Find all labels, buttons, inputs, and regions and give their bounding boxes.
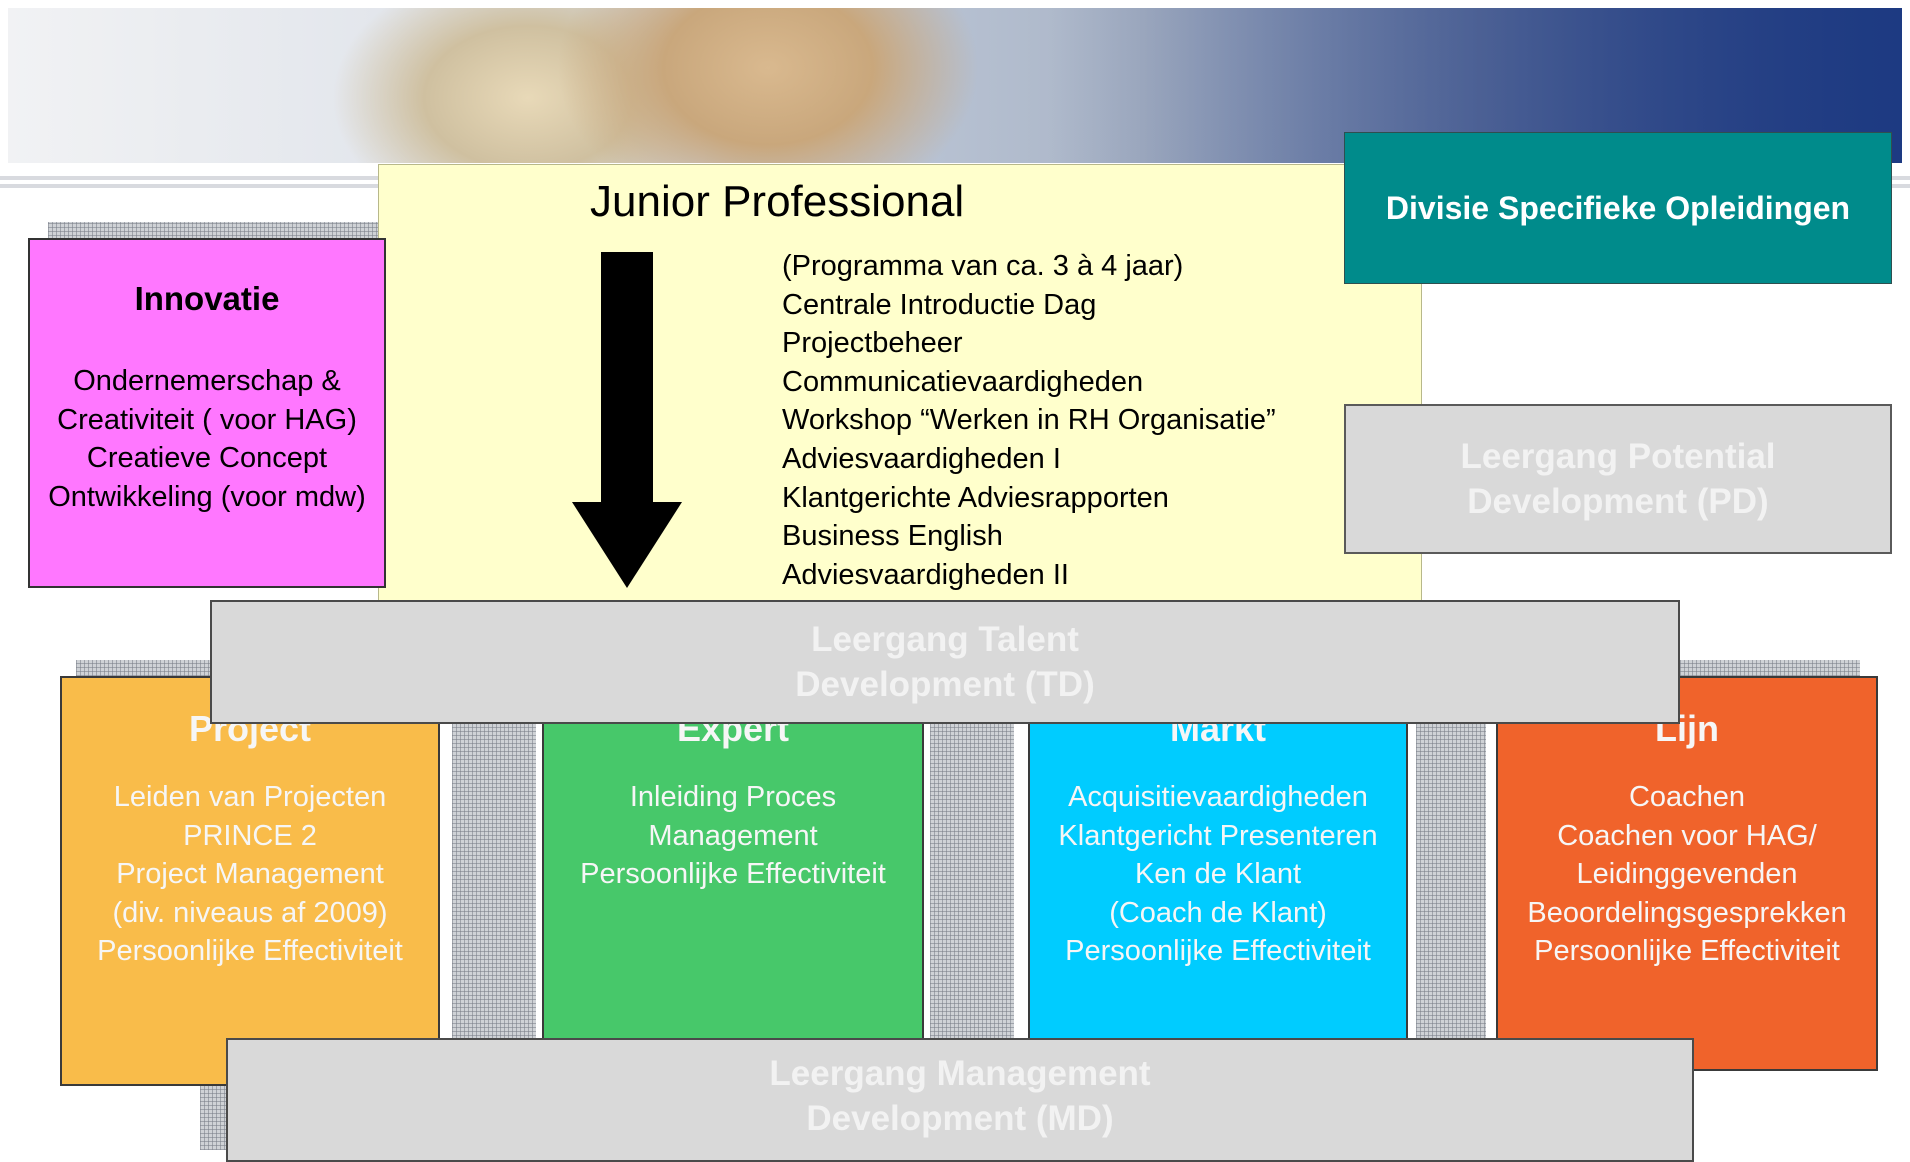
junior-program-item: (Programma van ca. 3 à 4 jaar)	[782, 250, 1184, 282]
pillar-line: (div. niveaus af 2009)	[112, 896, 388, 929]
pillar-line: Ken de Klant	[1134, 858, 1302, 891]
pillar-line: Acquisitievaardigheden	[1068, 781, 1368, 813]
innovatie-box: Innovatie Ondernemerschap & Creativiteit…	[28, 238, 386, 588]
gap-shadow	[452, 724, 536, 1044]
pillar-project: Project Leiden van Projecten PRINCE 2 Pr…	[60, 676, 440, 1086]
junior-program-list: (Programma van ca. 3 à 4 jaar) Centrale …	[782, 247, 1276, 594]
pillar-markt: Markt Acquisitievaardigheden Klantgerich…	[1028, 676, 1408, 1046]
down-arrow-icon	[572, 252, 682, 588]
junior-professional-title: Junior Professional	[590, 177, 965, 226]
pillar-lines: Leiden van Projecten PRINCE 2 Project Ma…	[62, 778, 438, 971]
pillar-line: Persoonlijke Effectiviteit	[1065, 935, 1371, 968]
innovatie-title: Innovatie	[134, 280, 280, 317]
pillar-lines: Coachen Coachen voor HAG/ Leidinggevende…	[1498, 778, 1876, 971]
pillar-line: Persoonlijke Effectiviteit	[580, 858, 886, 891]
pillar-line: Inleiding Proces	[629, 781, 837, 813]
leergang-td-bar: Leergang Talent Development (TD)	[210, 600, 1680, 724]
pillar-lines: Acquisitievaardigheden Klantgericht Pres…	[1030, 778, 1406, 971]
gap-shadow	[1416, 724, 1486, 1044]
pillar-line: Coachen	[1628, 781, 1746, 813]
innovatie-line: Ontwikkeling (voor mdw)	[48, 480, 366, 513]
pillar-line: Beoordelingsgesprekken	[1527, 896, 1847, 929]
pillar-line: Management	[648, 819, 818, 852]
innovatie-lines: Ondernemerschap & Creativiteit ( voor HA…	[48, 362, 365, 516]
td-line1: Leergang Talent	[811, 620, 1079, 659]
md-line1: Leergang Management	[769, 1054, 1151, 1093]
innovatie-line: Creativiteit ( voor HAG)	[57, 403, 357, 436]
td-line2: Development (TD)	[795, 665, 1095, 704]
pd-line1: Leergang Potential	[1460, 437, 1776, 476]
pillar-line: PRINCE 2	[183, 819, 317, 852]
pillar-lines: Inleiding Proces Management Persoonlijke…	[544, 778, 922, 894]
junior-program-item: Communicatievaardigheden	[782, 365, 1144, 398]
leergang-md-bar: Leergang Management Development (MD)	[226, 1038, 1694, 1162]
pillar-line: Coachen voor HAG/	[1557, 819, 1817, 852]
pillar-line: Klantgericht Presenteren	[1058, 819, 1378, 852]
pillar-lijn: Lijn Coachen Coachen voor HAG/ Leidingge…	[1496, 676, 1878, 1071]
junior-program-item: Workshop “Werken in RH Organisatie”	[782, 404, 1276, 437]
gap-shadow	[930, 724, 1014, 1044]
md-line2: Development (MD)	[806, 1099, 1114, 1138]
leergang-pd-box: Leergang Potential Development (PD)	[1344, 404, 1892, 554]
junior-program-item: Adviesvaardigheden II	[782, 558, 1069, 591]
innovatie-line: Ondernemerschap &	[73, 365, 341, 397]
innovatie-line: Creatieve Concept	[86, 442, 328, 474]
divisie-specifieke-opleidingen-box: Divisie Specifieke Opleidingen	[1344, 132, 1892, 284]
pillar-line: (Coach de Klant)	[1109, 896, 1327, 929]
junior-program-item: Klantgerichte Adviesrapporten	[782, 481, 1169, 514]
pillar-line: Persoonlijke Effectiviteit	[1534, 935, 1840, 968]
pillar-expert: Expert Inleiding Proces Management Perso…	[542, 676, 924, 1046]
junior-program-item: Adviesvaardigheden I	[782, 442, 1061, 475]
pillar-line: Project Management	[116, 858, 384, 891]
junior-program-item: Projectbeheer	[782, 327, 963, 360]
pillar-line: Persoonlijke Effectiviteit	[97, 935, 403, 968]
pillar-line: Leidinggevenden	[1576, 858, 1798, 891]
pillar-line: Leiden van Projecten	[113, 781, 387, 813]
junior-program-item: Centrale Introductie Dag	[782, 288, 1097, 321]
junior-program-item: Business English	[782, 520, 1003, 553]
divisie-label: Divisie Specifieke Opleidingen	[1385, 189, 1851, 226]
pd-line2: Development (PD)	[1467, 482, 1769, 521]
